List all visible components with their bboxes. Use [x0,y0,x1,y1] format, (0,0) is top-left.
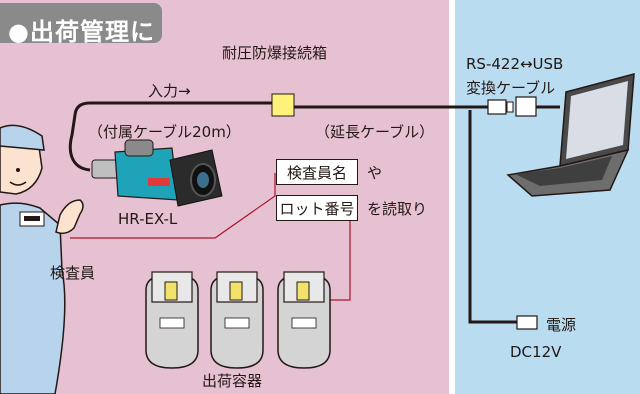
inspector-name-box: 検査員名 [276,159,358,185]
ya-label: や [367,164,383,182]
scanner-icon [91,139,223,207]
attached-cable [68,101,272,172]
inspector-label: 検査員 [50,264,96,282]
attached-cable-label: （付属ケーブル20m） [88,123,241,141]
title-tab: ●出荷管理に [0,3,162,46]
laptop-icon [506,73,635,197]
container-icon [277,271,331,369]
converter-cable-icon [487,96,537,117]
container-icon [210,271,264,369]
extension-cable-label: （延長ケーブル） [315,123,435,141]
inspector-figure [0,124,84,394]
lot-number-box: ロット番号 [276,195,358,221]
power-adapter-icon [516,315,538,330]
right-scene-panel [455,0,640,394]
power-cable [468,110,517,324]
converter-cable-label-2: 変換ケーブル [466,79,556,97]
read-suffix-label: を読取り [367,200,428,218]
junction-box-label: 耐圧防爆接続箱 [222,44,328,62]
input-label: 入力→ [148,82,191,100]
inspector-name-leader [70,173,276,239]
junction-box-icon [271,93,295,117]
container-icon [145,271,199,369]
page-title: ●出荷管理に [8,18,155,46]
voltage-label: DC12V [510,343,562,361]
converter-cable-label-1: RS-422↔USB [466,55,564,73]
reader-model-label: HR-EX-L [118,210,178,228]
power-label: 電源 [546,316,577,334]
containers-label: 出荷容器 [202,372,263,390]
